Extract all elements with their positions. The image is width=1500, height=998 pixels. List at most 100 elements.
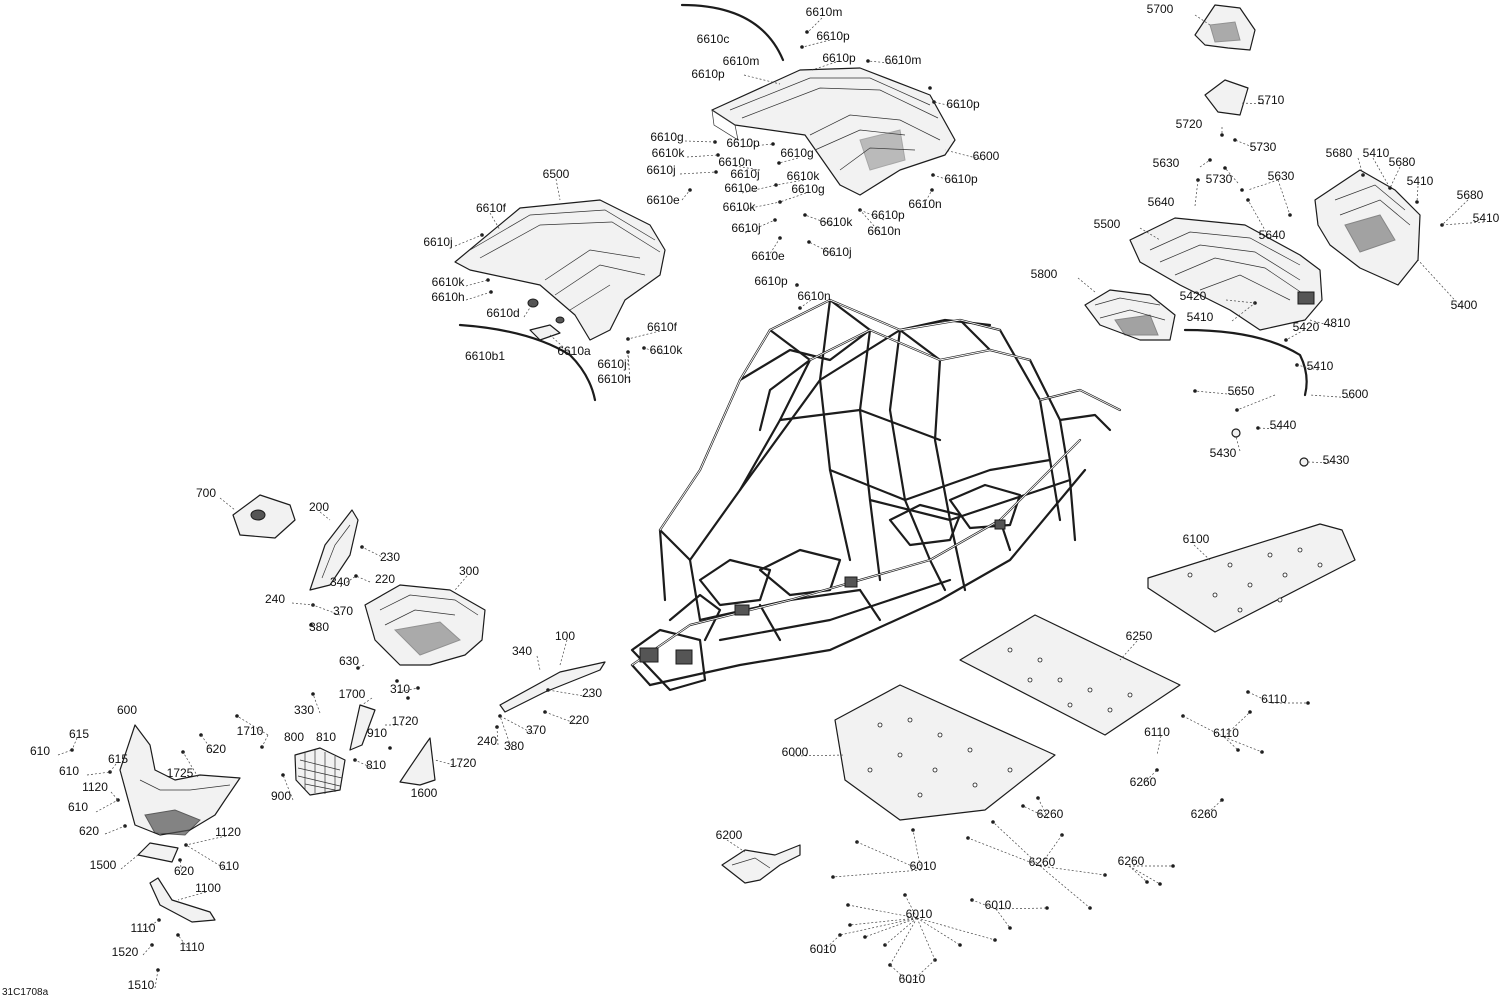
cable-6610b1 (458, 323, 597, 402)
dash-trim-100 (499, 661, 606, 713)
callout-6610f: 6610f (476, 201, 507, 215)
callout-6610e: 6610e (751, 249, 785, 263)
callout-6110: 6110 (1144, 725, 1170, 739)
diagram-code: 31C1708a (2, 987, 49, 998)
callout-5440: 5440 (1270, 418, 1297, 432)
callout-200: 200 (309, 500, 329, 514)
callout-240: 240 (265, 592, 285, 606)
callout-810: 810 (366, 758, 386, 772)
callout-620: 620 (174, 864, 194, 878)
cargo-box-5500 (1129, 217, 1323, 331)
callout-5410: 5410 (1473, 211, 1500, 225)
callout-6610n: 6610n (797, 289, 830, 303)
panel-1500 (137, 842, 179, 863)
lower-trim-1100 (149, 877, 216, 923)
callout-6610p: 6610p (822, 51, 856, 65)
callout-6500: 6500 (543, 167, 570, 181)
callout-6610b1: 6610b1 (465, 349, 505, 363)
callout-630: 630 (339, 654, 359, 668)
grommet-5430b (1299, 457, 1309, 467)
callout-6610n: 6610n (908, 197, 941, 211)
callout-230: 230 (380, 550, 400, 564)
callout-5500: 5500 (1094, 217, 1121, 231)
callout-800: 800 (284, 730, 304, 744)
callout-5420: 5420 (1293, 320, 1320, 334)
floor-panel-6250 (959, 614, 1181, 736)
callout-6610p: 6610p (946, 97, 980, 111)
bar-5600 (1183, 328, 1308, 397)
callout-5680: 5680 (1389, 155, 1416, 169)
callout-6010: 6010 (810, 942, 837, 956)
callout-1700: 1700 (339, 687, 366, 701)
callout-6610g: 6610g (791, 182, 824, 196)
callout-220: 220 (569, 713, 589, 727)
callout-1120: 1120 (215, 825, 241, 839)
part-5710 (1204, 79, 1249, 116)
callout-1720: 1720 (450, 756, 477, 770)
callout-900: 900 (271, 789, 291, 803)
callout-1710: 1710 (237, 724, 264, 738)
callout-6610g: 6610g (650, 130, 683, 144)
callout-1500: 1500 (90, 858, 117, 872)
callout-5800: 5800 (1031, 267, 1058, 281)
callout-380: 380 (504, 739, 524, 753)
callout-6610j: 6610j (730, 167, 759, 181)
callout-5680: 5680 (1457, 188, 1484, 202)
part-5700 (1194, 4, 1256, 51)
callout-1110: 1110 (131, 921, 156, 935)
callout-5430: 5430 (1210, 446, 1237, 460)
callout-620: 620 (79, 824, 99, 838)
callout-6010: 6010 (906, 907, 933, 921)
callout-5430: 5430 (1323, 453, 1350, 467)
callout-6610m: 6610m (885, 53, 922, 67)
callout-1120: 1120 (82, 780, 108, 794)
callout-6100: 6100 (1183, 532, 1210, 546)
callout-6610p: 6610p (816, 29, 850, 43)
callout-5410: 5410 (1407, 174, 1434, 188)
bracket-1600 (399, 737, 436, 786)
callout-6610h: 6610h (597, 372, 630, 386)
callout-6010: 6010 (899, 972, 926, 986)
callout-5640: 5640 (1259, 228, 1286, 242)
callout-5730: 5730 (1206, 172, 1233, 186)
callout-5730: 5730 (1250, 140, 1277, 154)
callout-6260: 6260 (1191, 807, 1218, 821)
grommet-5430a (1231, 428, 1241, 438)
floor-panel-6000 (834, 684, 1056, 821)
callout-5420: 5420 (1180, 289, 1207, 303)
callout-6260: 6260 (1130, 775, 1157, 789)
callout-370: 370 (333, 604, 353, 618)
callout-6610k: 6610k (650, 343, 684, 357)
callout-6610p: 6610p (871, 208, 905, 222)
tray-5800 (1084, 289, 1176, 341)
windshield-200 (309, 509, 359, 591)
callout-5410: 5410 (1363, 146, 1390, 160)
callout-6610h: 6610h (431, 290, 464, 304)
callout-5630: 5630 (1153, 156, 1180, 170)
callout-6610k: 6610k (432, 275, 466, 289)
callout-810: 810 (316, 730, 336, 744)
callout-6260: 6260 (1037, 807, 1064, 821)
roll-cage-frame (630, 298, 1122, 692)
callout-6610j: 6610j (731, 221, 760, 235)
roof-panel-6600 (711, 67, 956, 196)
callout-6610j: 6610j (822, 245, 851, 259)
callout-6610k: 6610k (820, 215, 854, 229)
callout-6610p: 6610p (944, 172, 978, 186)
callout-6010: 6010 (910, 859, 937, 873)
callout-6610j: 6610j (597, 357, 626, 371)
callout-230: 230 (582, 686, 602, 700)
callout-6610f: 6610f (647, 320, 678, 334)
callout-610: 610 (68, 800, 88, 814)
dashboard-300 (364, 584, 486, 666)
callout-6610n: 6610n (867, 224, 900, 238)
callout-6610n: 6610n (718, 155, 751, 169)
callout-6610k: 6610k (723, 200, 757, 214)
callout-6610j: 6610j (423, 235, 452, 249)
callout-5600: 5600 (1342, 387, 1369, 401)
grille-800 (294, 747, 346, 796)
callout-330: 330 (294, 703, 314, 717)
